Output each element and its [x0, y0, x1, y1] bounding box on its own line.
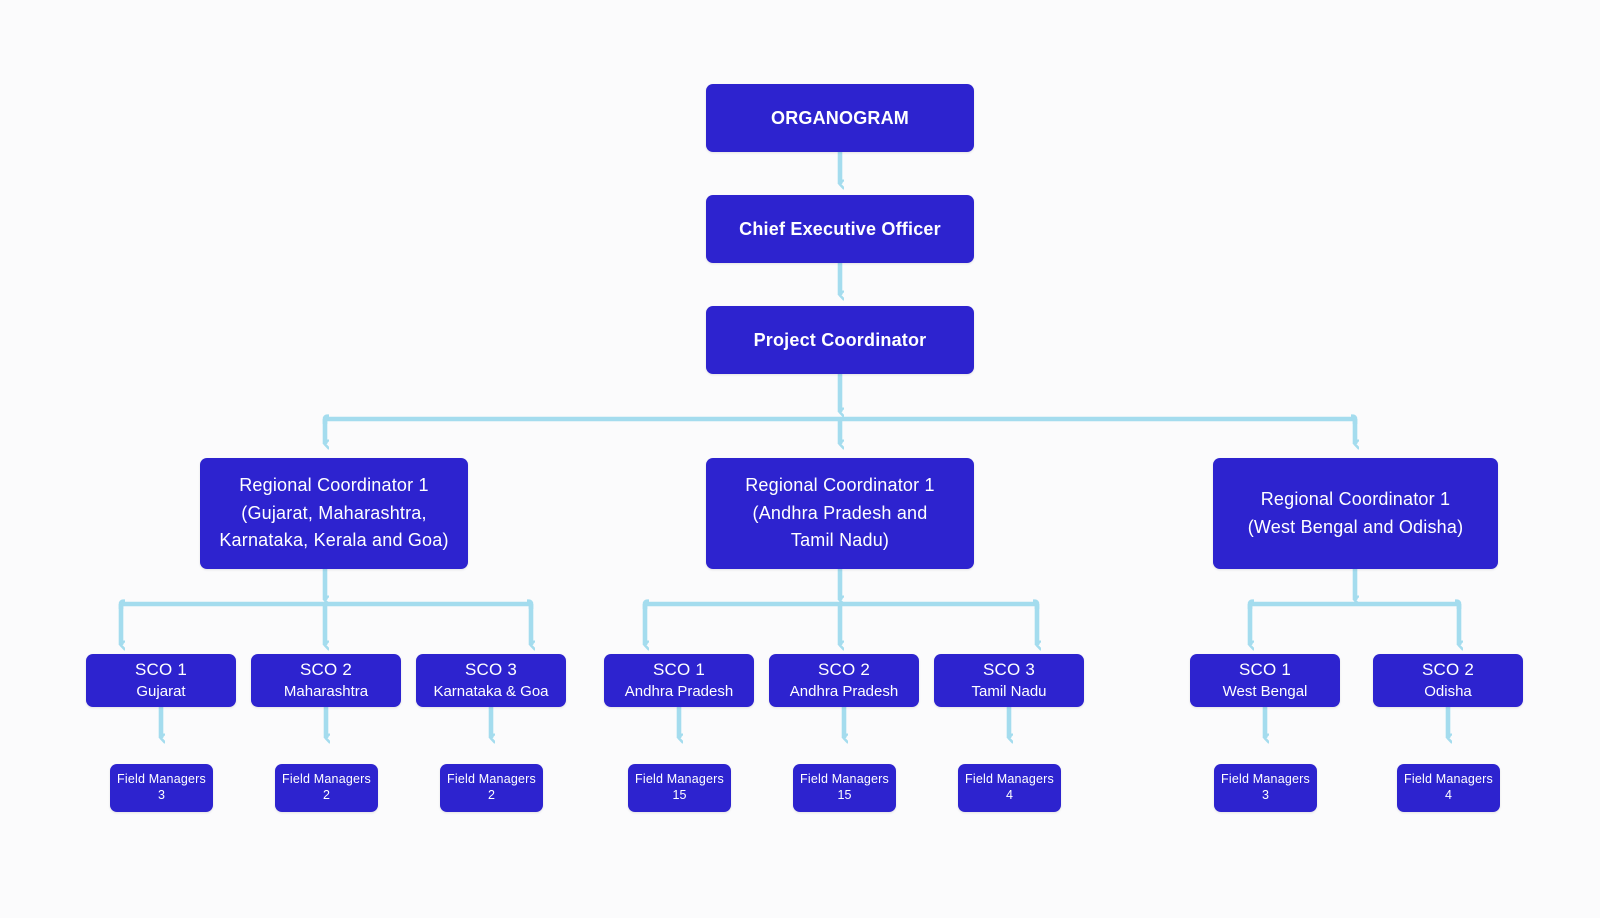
node-field-managers-1[interactable]: Field Managers 3	[110, 764, 213, 812]
node-regional-coordinator-2[interactable]: Regional Coordinator 1 (Andhra Pradesh a…	[706, 458, 974, 569]
node-count: 3	[158, 788, 165, 802]
node-title: Regional Coordinator 1 (West Bengal and …	[1247, 488, 1464, 537]
node-count: 15	[837, 788, 852, 802]
node-field-managers-8[interactable]: Field Managers 4	[1397, 764, 1500, 812]
node-project-coordinator[interactable]: Project Coordinator	[706, 306, 974, 374]
node-sco-2-andhra-pradesh[interactable]: SCO 2 Andhra Pradesh	[769, 654, 919, 707]
node-chief-executive-officer[interactable]: Chief Executive Officer	[706, 195, 974, 263]
connector-group-3-left-corner	[1247, 599, 1255, 609]
node-sco-2-odisha[interactable]: SCO 2 Odisha	[1373, 654, 1523, 707]
node-subtitle: Gujarat	[136, 683, 186, 701]
node-title: SCO 1	[652, 659, 706, 679]
node-count: 3	[1262, 788, 1269, 802]
node-sco-3-tamil-nadu[interactable]: SCO 3 Tamil Nadu	[934, 654, 1084, 707]
node-title: Field Managers	[1404, 772, 1493, 787]
node-count: 2	[488, 788, 495, 802]
node-subtitle: Andhra Pradesh	[789, 683, 899, 701]
connector-bus-left-corner	[322, 414, 330, 424]
node-count: 2	[323, 788, 330, 802]
connector-group-3-right-corner	[1454, 599, 1462, 609]
node-subtitle: Andhra Pradesh	[624, 683, 734, 701]
node-title: SCO 2	[299, 659, 353, 679]
node-count: 15	[672, 788, 687, 802]
node-count: 4	[1445, 788, 1452, 802]
node-title: Field Managers	[447, 772, 536, 787]
connector-group-1-right-corner	[526, 599, 534, 609]
connector-bus-right-corner	[1350, 414, 1358, 424]
node-title: Regional Coordinator 1 (Andhra Pradesh a…	[745, 474, 935, 551]
node-title: Field Managers	[965, 772, 1054, 787]
node-sco-3-karnataka-goa[interactable]: SCO 3 Karnataka & Goa	[416, 654, 566, 707]
node-subtitle: West Bengal	[1222, 683, 1308, 701]
node-subtitle: Odisha	[1424, 683, 1472, 701]
node-regional-coordinator-3[interactable]: Regional Coordinator 1 (West Bengal and …	[1213, 458, 1498, 569]
node-title: ORGANOGRAM	[771, 107, 909, 128]
node-title: Regional Coordinator 1 (Gujarat, Maharas…	[219, 474, 449, 551]
node-field-managers-3[interactable]: Field Managers 2	[440, 764, 543, 812]
node-subtitle: Maharashtra	[283, 683, 369, 701]
node-field-managers-2[interactable]: Field Managers 2	[275, 764, 378, 812]
node-title: Field Managers	[117, 772, 206, 787]
node-title: Field Managers	[800, 772, 889, 787]
node-sco-1-andhra-pradesh[interactable]: SCO 1 Andhra Pradesh	[604, 654, 754, 707]
node-title: Project Coordinator	[753, 329, 927, 350]
node-sco-2-maharashtra[interactable]: SCO 2 Maharashtra	[251, 654, 401, 707]
node-sco-1-gujarat[interactable]: SCO 1 Gujarat	[86, 654, 236, 707]
node-count: 4	[1006, 788, 1013, 802]
node-title: SCO 1	[134, 659, 188, 679]
node-sco-1-west-bengal[interactable]: SCO 1 West Bengal	[1190, 654, 1340, 707]
node-title: SCO 3	[464, 659, 518, 679]
node-title: Chief Executive Officer	[739, 218, 941, 239]
node-field-managers-7[interactable]: Field Managers 3	[1214, 764, 1317, 812]
node-title: Field Managers	[1221, 772, 1310, 787]
node-subtitle: Tamil Nadu	[971, 683, 1047, 701]
connector-group-2-left-corner	[642, 599, 650, 609]
node-organogram-root[interactable]: ORGANOGRAM	[706, 84, 974, 152]
node-field-managers-4[interactable]: Field Managers 15	[628, 764, 731, 812]
node-title: SCO 2	[817, 659, 871, 679]
node-title: SCO 1	[1238, 659, 1292, 679]
node-title: Field Managers	[635, 772, 724, 787]
node-field-managers-6[interactable]: Field Managers 4	[958, 764, 1061, 812]
node-field-managers-5[interactable]: Field Managers 15	[793, 764, 896, 812]
node-regional-coordinator-1[interactable]: Regional Coordinator 1 (Gujarat, Maharas…	[200, 458, 468, 569]
node-title: SCO 2	[1421, 659, 1475, 679]
connector-group-1-left-corner	[118, 599, 126, 609]
connector-group-2-right-corner	[1032, 599, 1040, 609]
node-title: SCO 3	[982, 659, 1036, 679]
node-subtitle: Karnataka & Goa	[433, 683, 549, 701]
node-title: Field Managers	[282, 772, 371, 787]
